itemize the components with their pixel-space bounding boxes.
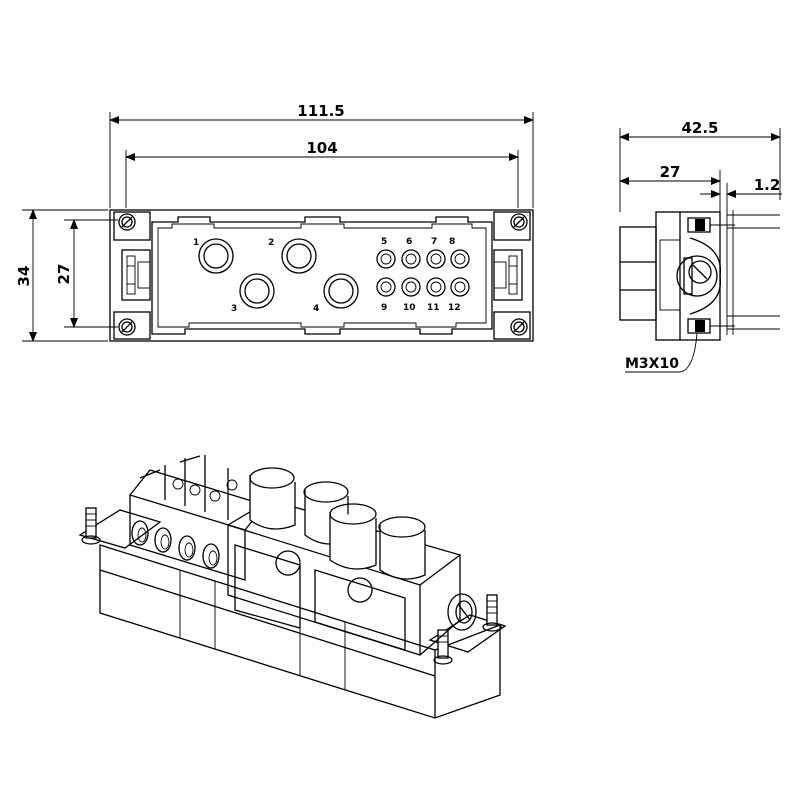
screw-icon — [81, 507, 101, 545]
signal-contact — [450, 249, 470, 269]
contact-label: 3 — [231, 304, 237, 314]
isometric-view — [78, 455, 507, 719]
mounting-screw-icon — [510, 318, 528, 336]
front-view: 111.5 104 34 27 — [15, 102, 534, 342]
signal-contact — [401, 249, 421, 269]
dim-label-hole-height: 27 — [55, 264, 73, 285]
contact-label: 11 — [427, 303, 440, 313]
signal-contact — [426, 249, 446, 269]
dim-label-hole-spacing: 104 — [306, 139, 337, 157]
dim-label-depth: 42.5 — [681, 119, 718, 137]
mounting-screw-icon — [118, 318, 136, 336]
contact-label: 6 — [406, 237, 412, 247]
mounting-screw-icon — [118, 213, 136, 231]
front-flange-outline — [109, 209, 534, 342]
power-contact — [239, 273, 275, 309]
power-contact — [323, 273, 359, 309]
contact-label: 8 — [449, 237, 455, 247]
dim-label-overall-height: 34 — [15, 266, 33, 287]
signal-contact — [426, 277, 446, 297]
latch-icon — [447, 593, 477, 631]
contact-label: 12 — [448, 303, 461, 313]
contact-label: 5 — [381, 237, 387, 247]
mounting-screw-icon — [510, 213, 528, 231]
contact-label: 7 — [431, 237, 437, 247]
screw-icon — [687, 318, 735, 334]
contact-label: 9 — [381, 303, 387, 313]
dim-label-overall-width: 111.5 — [297, 102, 344, 120]
side-view: 42.5 27 1.2 — [619, 119, 782, 373]
power-contact — [281, 238, 317, 274]
dim-label-partial-depth: 27 — [660, 163, 681, 181]
dim-label-offset: 1.2 — [754, 176, 781, 194]
screw-callout: M3X10 — [625, 356, 679, 372]
signal-contact — [376, 249, 396, 269]
signal-contact — [450, 277, 470, 297]
contact-label: 2 — [268, 238, 274, 248]
signal-contact — [376, 277, 396, 297]
contact-label: 4 — [313, 304, 319, 314]
signal-contact — [401, 277, 421, 297]
screw-icon — [433, 629, 453, 665]
contact-label: 1 — [193, 238, 199, 248]
contact-label: 10 — [403, 303, 416, 313]
latch-icon — [676, 237, 722, 315]
power-contact — [198, 238, 234, 274]
screw-icon — [687, 217, 735, 233]
screw-icon — [482, 594, 502, 632]
